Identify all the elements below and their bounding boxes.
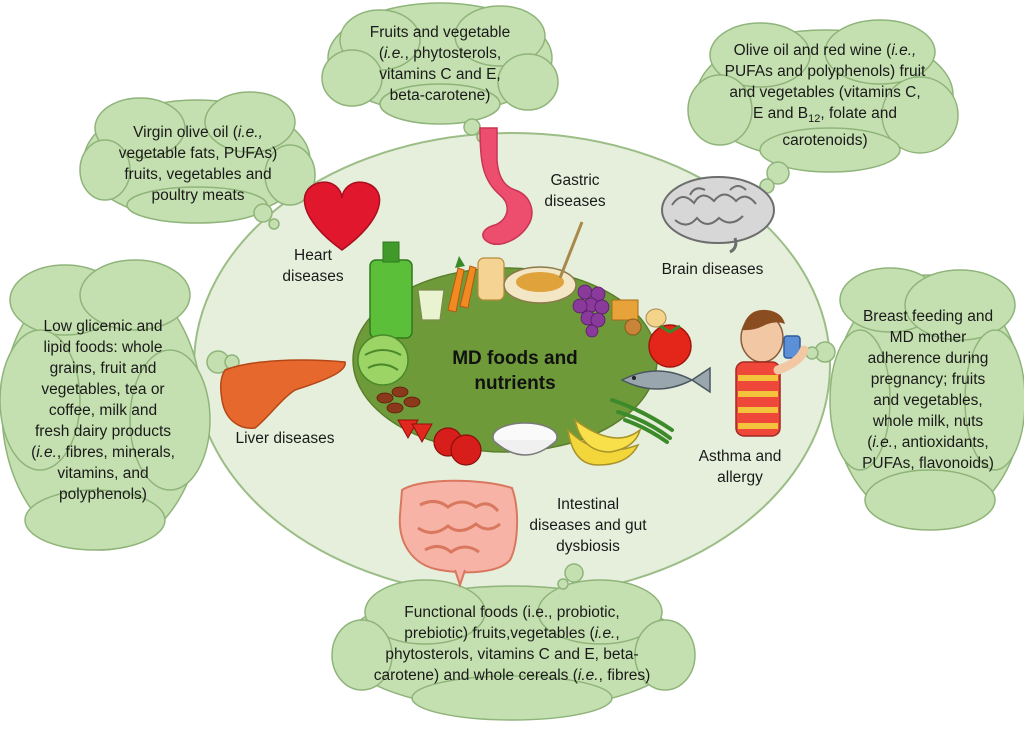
cloud-left-line9: polyphenols): [59, 486, 147, 503]
cloud-top-left-line4: poultry meats: [151, 187, 245, 204]
brain-icon: [661, 176, 775, 254]
cloud-top-right: [687, 19, 959, 194]
cloud-bottom-line4-ie: i.e.: [577, 667, 599, 684]
cloud-left: [0, 259, 240, 551]
cloud-right-line5: and vegetables,: [873, 392, 983, 409]
liver-icon: [220, 359, 346, 429]
cloud-top-right-line1: Olive oil and red wine (i.e.,: [700, 40, 950, 61]
cloud-right-line7: (i.e., antioxidants,: [840, 432, 1016, 453]
cloud-bottom-line1: Functional foods (i.e., probiotic,: [404, 604, 620, 621]
cloud-left-line2: lipid foods: whole: [43, 339, 163, 356]
cloud-top-left-line1: Virgin olive oil (i.e.,: [98, 122, 298, 143]
cloud-top-right-line1-a: Olive oil and red wine (: [733, 42, 892, 59]
child-inhaler-icon: [735, 309, 809, 437]
cloud-top-right-line1-ie: i.e.,: [891, 42, 917, 59]
cloud-left-line7: (i.e., fibres, minerals,: [14, 442, 192, 463]
cloud-top-right-line5: carotenoids): [782, 132, 868, 150]
cloud-right-line7-b: , antioxidants,: [893, 434, 989, 451]
cloud-bottom-line4-a: carotene) and whole cereals (: [373, 667, 578, 684]
label-heart-line2: diseases: [282, 268, 344, 285]
cloud-bottom-line2-ie: i.e.: [594, 625, 616, 642]
label-gastric-line2: diseases: [544, 193, 606, 210]
label-gastric-diseases: Gastric diseases: [530, 170, 620, 212]
cloud-right-line3: adherence during: [867, 350, 989, 367]
cloud-right-text: Breast feeding and MD mother adherence d…: [840, 306, 1016, 474]
cloud-left-line8: vitamins, and: [57, 465, 149, 482]
cloud-top-left-line3: fruits, vegetables and: [124, 166, 272, 183]
center-title-line2: nutrients: [474, 373, 556, 394]
cloud-top-left-line1-ie: i.e.,: [237, 124, 263, 141]
center-title-line1: MD foods and: [452, 348, 578, 369]
label-intestinal-diseases: Intestinal diseases and gut dysbiosis: [518, 494, 658, 557]
cloud-bottom-line4-b: , fibres): [598, 667, 651, 684]
label-heart-diseases: Heart diseases: [268, 245, 358, 287]
cloud-top-left-line2: vegetable fats, PUFAs): [118, 145, 278, 162]
cloud-top-line2-ie: i.e.: [383, 45, 405, 62]
cloud-left-line7-a: (: [31, 444, 37, 461]
cloud-bottom-line2-b: ,: [615, 625, 620, 642]
label-gastric-line1: Gastric: [550, 172, 600, 189]
cloud-left-line6: fresh dairy products: [34, 423, 172, 440]
label-brain-diseases: Brain diseases: [650, 259, 775, 280]
cloud-bottom-line2: prebiotic) fruits,vegetables (i.e.,: [352, 623, 672, 644]
cloud-left-text: Low glicemic and lipid foods: whole grai…: [14, 316, 192, 505]
cloud-top-right-text: Olive oil and red wine (i.e., PUFAs and …: [700, 40, 950, 151]
heart-icon: [303, 181, 381, 251]
cloud-bottom-line2-a: prebiotic) fruits,vegetables (: [404, 625, 595, 642]
cloud-top-left: [79, 91, 316, 230]
food-plate-icon: [357, 221, 711, 466]
cloud-right-line6: whole milk, nuts: [872, 413, 984, 430]
cloud-right-line1: Breast feeding and: [862, 308, 994, 325]
stomach-icon: [479, 127, 533, 245]
cloud-top-line2-a: (: [378, 45, 384, 62]
cloud-top-left-text: Virgin olive oil (i.e., vegetable fats, …: [98, 122, 298, 206]
cloud-top-line4: beta-carotene): [389, 87, 491, 104]
cloud-top-line1: Fruits and vegetable: [369, 24, 511, 41]
label-liver-diseases: Liver diseases: [225, 428, 345, 449]
label-asthma-line1: Asthma and: [698, 448, 782, 465]
cloud-bottom-line3: phytosterols, vitamins C and E, beta-: [385, 646, 639, 663]
label-intestinal-line3: dysbiosis: [556, 538, 620, 555]
cloud-bottom-line4: carotene) and whole cereals (i.e., fibre…: [352, 665, 672, 686]
cloud-left-line4: vegetables, tea or: [41, 381, 165, 398]
label-intestinal-line2: diseases and gut: [529, 517, 647, 534]
cloud-top-left-line1-a: Virgin olive oil (: [133, 124, 238, 141]
cloud-top-line2: (i.e., phytosterols,: [340, 43, 540, 64]
cloud-left-line1: Low glicemic and: [43, 318, 163, 335]
cloud-left-line7-b: , fibres, minerals,: [56, 444, 175, 461]
cloud-top-right-line3: and vegetables (vitamins C,: [729, 84, 921, 101]
cloud-top-line2-b: , phytosterols,: [404, 45, 502, 62]
cloud-right-line8: PUFAs, flavonoids): [862, 455, 994, 472]
label-asthma-allergy: Asthma and allergy: [695, 446, 785, 488]
cloud-bottom-text: Functional foods (i.e., probiotic, prebi…: [352, 602, 672, 686]
cloud-right-line7-a: (: [867, 434, 873, 451]
cloud-top-right-line2: PUFAs and polyphenols) fruit: [724, 63, 926, 80]
cloud-right-line2: MD mother: [889, 329, 967, 346]
cloud-right-line4: pregnancy; fruits: [870, 371, 986, 388]
label-liver-line1: Liver diseases: [235, 430, 335, 447]
center-title: MD foods and nutrients: [440, 346, 590, 396]
cloud-right: [805, 267, 1024, 531]
label-brain-line1: Brain diseases: [661, 261, 764, 278]
cloud-top-right-line4-b: , folate and: [820, 105, 898, 122]
cloud-top-right-line4-a: E and B: [752, 105, 809, 122]
cloud-top-right-line4: E and B12, folate and: [700, 103, 950, 130]
cloud-left-line3: grains, fruit and: [49, 360, 157, 377]
cloud-top-right-line4-sub: 12: [808, 113, 821, 126]
cloud-top-text: Fruits and vegetable (i.e., phytosterols…: [340, 22, 540, 106]
cloud-right-line7-ie: i.e.: [872, 434, 894, 451]
label-asthma-line2: allergy: [717, 469, 763, 486]
label-intestinal-line1: Intestinal: [556, 496, 620, 513]
cloud-left-line5: coffee, milk and: [48, 402, 158, 419]
cloud-bottom: [331, 563, 696, 721]
cloud-left-line7-ie: i.e.: [36, 444, 57, 461]
intestine-icon: [398, 479, 519, 589]
cloud-top: [321, 2, 559, 143]
cloud-top-line3: vitamins C and E,: [379, 66, 501, 83]
label-heart-line1: Heart: [294, 247, 332, 264]
